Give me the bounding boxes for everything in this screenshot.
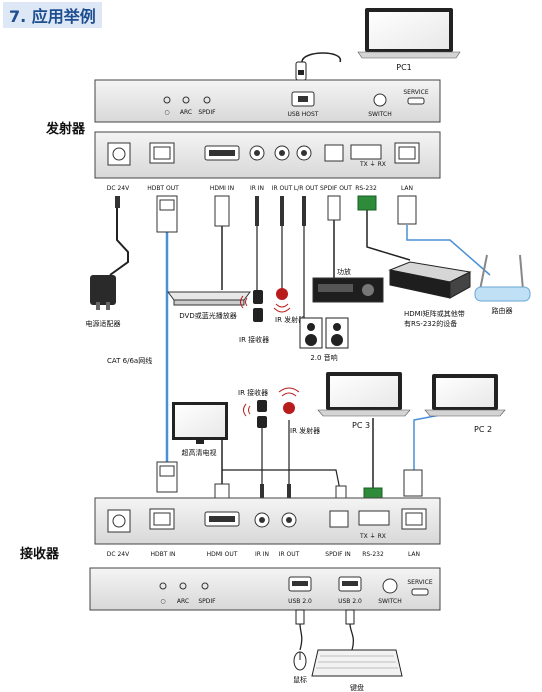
tx-spdif-label: SPDIF <box>198 109 216 116</box>
section-title-text: 7. 应用举例 <box>9 7 96 26</box>
pc3-label: PC 3 <box>352 421 370 430</box>
amplifier-label: 功放 <box>337 267 351 276</box>
keyboard-icon <box>311 649 403 677</box>
tx-port-hdmi: HDMI IN <box>210 185 234 192</box>
usb-plugs-rx <box>295 609 355 651</box>
router-label: 路由器 <box>492 306 513 315</box>
dvd-player-icon <box>167 291 251 306</box>
ir-receiver-tx-label: IR 接收器 <box>239 335 269 344</box>
tx-rear-panel <box>94 131 441 179</box>
rx-rs232-pins: TX ⏚ RX <box>359 533 386 540</box>
hdmi-matrix-icon <box>388 261 472 299</box>
ir-emitter-rx-icon <box>278 387 300 414</box>
tx-rear-labels: DC 24V HDBT OUT HDMI IN IR IN IR OUT L/R… <box>107 185 413 192</box>
rx-usb1-label: USB 2.0 <box>288 598 312 605</box>
ir-emitter-tx-icon <box>273 288 291 313</box>
tx-front-panel <box>94 79 441 123</box>
tx-rs232-pins: TX ⏚ RX <box>359 161 386 168</box>
rx-port-ir-out: IR OUT <box>279 551 300 558</box>
pc1-laptop <box>357 8 461 59</box>
speakers-icon <box>299 317 349 349</box>
rx-port-lan: LAN <box>408 551 420 558</box>
ir-receiver-rx-label: IR 接收器 <box>238 388 268 397</box>
rx-led1-label: ○ <box>160 598 165 605</box>
section-title: 7. 应用举例 <box>3 2 102 28</box>
pc1-label: PC1 <box>396 63 412 72</box>
spdif-rx-cable <box>222 469 341 491</box>
tv-icon <box>172 402 228 444</box>
ir-emitter-tx-label: IR 发射器 <box>275 315 305 324</box>
cat-cable-label: CAT 6/6a网线 <box>107 356 152 365</box>
lan-tx-cable <box>406 225 491 276</box>
tx-arc-label: ARC <box>180 109 192 116</box>
amplifier-icon <box>312 277 384 303</box>
rx-usb2-label: USB 2.0 <box>338 598 362 605</box>
mouse-label: 鼠标 <box>293 675 307 684</box>
tx-port-ir-in: IR IN <box>250 185 264 192</box>
tx-port-hdbt: HDBT OUT <box>147 185 179 192</box>
mouse-icon <box>293 651 307 671</box>
rx-service-label: SERVICE <box>407 579 433 586</box>
transmitter-label: 发射器 <box>45 121 86 137</box>
receiver-label: 接收器 <box>20 546 60 562</box>
pc3-laptop <box>317 372 411 417</box>
tx-usb-host-label: USB HOST <box>288 111 319 118</box>
speakers-label: 2.0 音响 <box>310 353 337 362</box>
rx-port-dc: DC 24V <box>107 551 130 558</box>
rx-port-spdif: SPDIF IN <box>325 551 350 558</box>
tx-service-label: SERVICE <box>403 89 429 96</box>
power-cable <box>109 205 129 276</box>
dvd-label: DVD或蓝光播放器 <box>179 311 236 320</box>
tx-port-spdif: SPDIF OUT <box>320 185 352 192</box>
tx-led1-label: ○ <box>164 109 169 116</box>
rx-port-hdmi: HDMI OUT <box>207 551 238 558</box>
rx-spdif-label: SPDIF <box>198 598 216 605</box>
rx-switch-label: SWITCH <box>378 598 402 605</box>
pc2-laptop <box>424 374 506 417</box>
ir-emitter-rx-label: IR 发射器 <box>290 426 320 435</box>
tx-port-lr-out: L/R OUT <box>294 185 319 192</box>
tx-port-dc: DC 24V <box>107 185 130 192</box>
rx-port-ir-in: IR IN <box>255 551 269 558</box>
tx-port-ir-out: IR OUT <box>272 185 293 192</box>
rx-port-rs232: RS-232 <box>362 551 384 558</box>
pc1-usb-cable <box>301 52 341 63</box>
rx-arc-label: ARC <box>177 598 189 605</box>
rx-port-hdbt: HDBT IN <box>150 551 175 558</box>
power-adapter-label: 电源适配器 <box>86 319 121 328</box>
hdmi-matrix-label-1: HDMI矩阵或其他带 <box>404 309 465 318</box>
ir-receiver-tx-icon <box>240 290 263 322</box>
lan-rx-cable <box>413 414 441 470</box>
tv-label: 超高清电视 <box>182 448 217 457</box>
pc2-label: PC 2 <box>474 425 492 434</box>
usb-plug-icon <box>295 61 307 81</box>
tx-plugs <box>115 195 417 233</box>
tx-switch-label: SWITCH <box>368 111 392 118</box>
rx-rear-labels: DC 24V HDBT IN HDMI OUT IR IN IR OUT SPD… <box>107 551 420 558</box>
rx-front-panel <box>89 567 441 611</box>
rs232-tx-cable <box>366 210 411 261</box>
hdmi-matrix-label-2: 有RS-232的设备 <box>404 319 457 328</box>
power-adapter-icon <box>90 275 116 310</box>
ir-receiver-rx-icon <box>243 400 267 428</box>
rx-rear-panel <box>94 497 441 545</box>
keyboard-label: 键盘 <box>350 683 364 692</box>
tx-port-rs232: RS-232 <box>355 185 377 192</box>
router-icon <box>474 254 531 302</box>
tx-port-lan: LAN <box>401 185 413 192</box>
